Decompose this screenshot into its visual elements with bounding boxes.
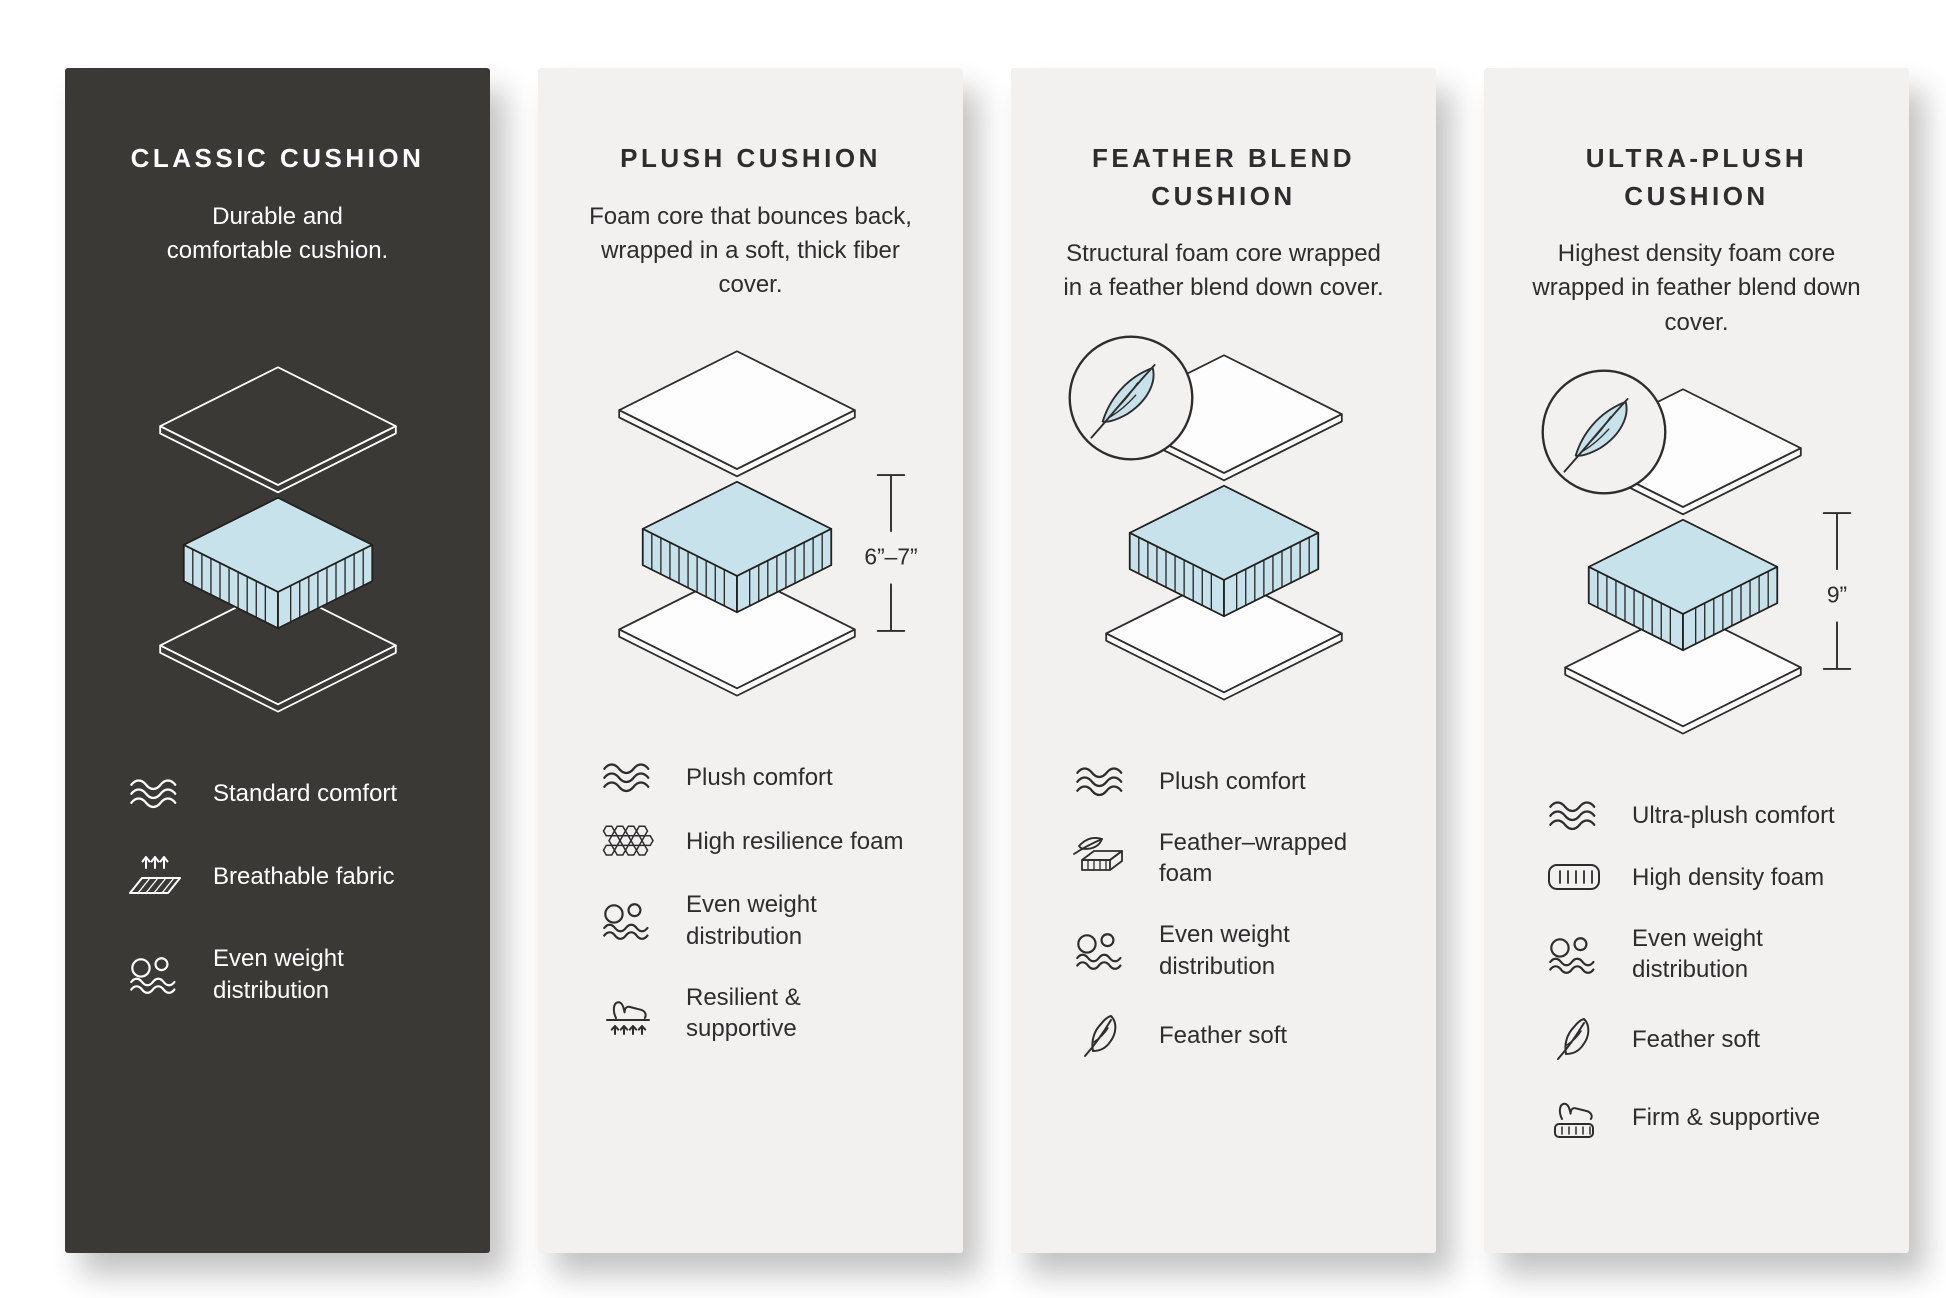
feature-label: Ultra-plush comfort — [1632, 801, 1835, 829]
feature-row: Even weight distribution — [1069, 919, 1400, 981]
cushion-foam-core — [641, 480, 832, 614]
feature-row: Ultra-plush comfort — [1542, 800, 1873, 832]
density-foam-icon — [1542, 861, 1606, 893]
firm-supportive-icon — [1542, 1093, 1606, 1141]
breathable-icon — [123, 853, 187, 899]
cushion-top-cover — [158, 366, 397, 494]
card-title: CLASSIC CUSHION — [130, 143, 425, 173]
cushion-layers-illustration — [617, 350, 856, 697]
feature-row: Feather–wrapped foam — [1069, 827, 1400, 889]
even-weight-icon — [1069, 931, 1133, 971]
height-label: 9” — [1827, 581, 1847, 607]
card-description: Foam core that bounces back, wrapped in … — [589, 202, 912, 298]
feature-label: Plush comfort — [1159, 767, 1306, 795]
feature-row: Breathable fabric — [123, 853, 454, 899]
cushion-top-cover — [617, 350, 856, 478]
feature-row: Plush comfort — [1069, 766, 1400, 798]
card-description: Structural foam core wrapped in a feathe… — [1063, 240, 1384, 302]
card-title: ULTRA-PLUSH CUSHION — [1585, 143, 1808, 211]
feature-label: Even weight distribution — [213, 945, 344, 1004]
even-weight-icon — [596, 901, 660, 941]
cushion-bottom-cover — [158, 585, 397, 713]
even-weight-icon — [123, 955, 187, 994]
resilient-supportive-icon — [596, 989, 660, 1037]
card-title: PLUSH CUSHION — [620, 143, 881, 173]
cushion-diagram — [95, 360, 460, 740]
card-description: Durable and comfortable cushion. — [166, 202, 389, 264]
height-label: 6”–7” — [864, 543, 917, 569]
resilience-foam-icon — [596, 823, 660, 859]
feature-list: Ultra-plush comfort High density foam — [1514, 800, 1879, 1142]
card-plush-cushion: PLUSH CUSHION Foam core that bounces bac… — [538, 68, 963, 1253]
feature-label: Resilient & supportive — [686, 983, 801, 1042]
feature-label: Even weight distribution — [686, 891, 817, 950]
feature-label: Feather soft — [1159, 1022, 1288, 1050]
feather-icon — [1542, 1015, 1606, 1063]
feature-row: Resilient & supportive — [596, 982, 927, 1044]
cushion-bottom-cover — [617, 569, 856, 697]
cushion-bottom-cover — [1104, 573, 1343, 701]
feature-label: Firm & supportive — [1632, 1103, 1821, 1131]
cushion-diagram: 9” — [1514, 369, 1879, 762]
cushion-foam-core — [1587, 518, 1778, 651]
cushion-diagram: 6”–7” — [568, 344, 933, 724]
feature-label: Even weight distribution — [1159, 921, 1290, 980]
feature-label: Standard comfort — [213, 780, 398, 807]
feature-row: Feather soft — [1069, 1012, 1400, 1060]
waves-icon — [1069, 766, 1133, 798]
waves-icon — [596, 762, 660, 794]
feather-badge-icon — [1068, 335, 1194, 460]
feature-row: Even weight distribution — [123, 943, 454, 1005]
feature-label: Plush comfort — [686, 764, 833, 792]
feature-row: High density foam — [1542, 861, 1873, 893]
height-ruler: 6”–7” — [864, 474, 918, 632]
cushion-foam-core — [1128, 484, 1319, 617]
feature-label: Breathable fabric — [213, 862, 395, 890]
feature-row: Even weight distribution — [596, 889, 927, 951]
feature-label: Feather soft — [1632, 1025, 1761, 1053]
card-feather-blend-cushion: FEATHER BLEND CUSHION Structural foam co… — [1011, 68, 1436, 1253]
feature-row: Feather soft — [1542, 1015, 1873, 1063]
feature-list: Plush comfort High resilience foam — [568, 762, 933, 1044]
feature-row: Firm & supportive — [1542, 1093, 1873, 1141]
feature-label: Feather–wrapped foam — [1159, 829, 1348, 888]
cushion-bottom-cover — [1563, 607, 1802, 735]
even-weight-icon — [1542, 935, 1606, 974]
feature-label: High density foam — [1632, 863, 1825, 891]
waves-icon — [123, 778, 187, 810]
cushion-diagram — [1041, 335, 1406, 728]
feature-label: High resilience foam — [686, 827, 904, 855]
height-ruler: 9” — [1822, 511, 1852, 670]
card-title: FEATHER BLEND CUSHION — [1091, 143, 1356, 211]
waves-icon — [1542, 800, 1606, 832]
card-ultra-plush-cushion: ULTRA-PLUSH CUSHION Highest density foam… — [1484, 68, 1909, 1253]
cushion-comparison-board: CLASSIC CUSHION Durable and comfortable … — [65, 68, 1909, 1253]
card-description: Highest density foam core wrapped in fea… — [1532, 240, 1861, 336]
cushion-layers-illustration — [158, 366, 397, 713]
feature-list: Standard comfort Breathable fabric — [95, 778, 460, 1006]
feature-row: High resilience foam — [596, 823, 927, 859]
cushion-foam-core — [182, 496, 373, 629]
feather-wrapped-foam-icon — [1069, 836, 1133, 880]
card-classic-cushion: CLASSIC CUSHION Durable and comfortable … — [65, 68, 490, 1253]
feather-badge-icon — [1541, 369, 1667, 495]
feature-list: Plush comfort Feather–wrapped foam — [1041, 766, 1406, 1060]
feature-row: Standard comfort — [123, 778, 454, 810]
feature-label: Even weight distribution — [1632, 925, 1763, 984]
feature-row: Even weight distribution — [1542, 923, 1873, 985]
feature-row: Plush comfort — [596, 762, 927, 794]
feather-icon — [1069, 1012, 1133, 1060]
